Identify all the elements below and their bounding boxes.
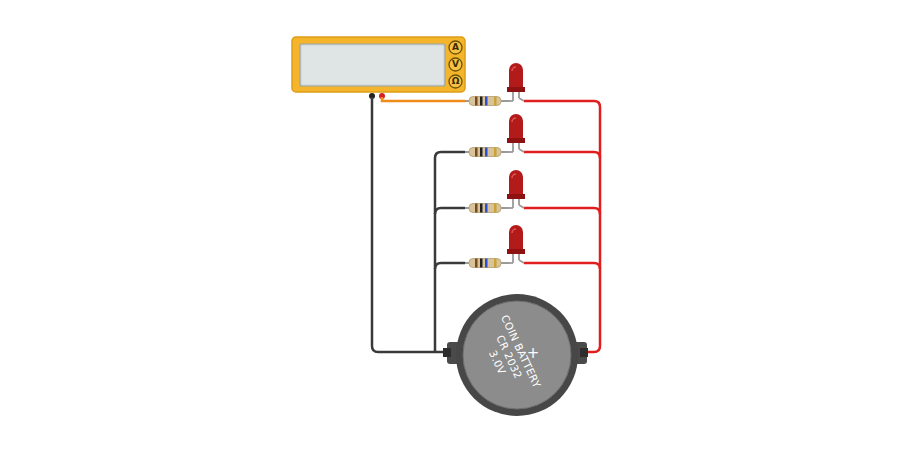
label-text: Ω (448, 74, 463, 89)
label-text: A (448, 40, 463, 55)
display-glass (302, 46, 443, 84)
ground-wire (435, 263, 465, 269)
red-wire (524, 152, 600, 158)
multimeter-body (292, 37, 465, 92)
resistor-symbol (465, 148, 509, 157)
led-symbol (507, 225, 525, 263)
battery-terminal (443, 348, 451, 357)
ammeter-button: A (448, 40, 463, 55)
battery-cell (463, 301, 571, 409)
button-circle (449, 41, 462, 54)
voltmeter-button: V (448, 57, 463, 72)
button-circle (449, 75, 462, 88)
ohmmeter-button: Ω (448, 74, 463, 89)
led-symbol (507, 114, 525, 152)
led-leg (509, 207, 513, 209)
led-leg (509, 151, 513, 153)
ground-wire (435, 152, 465, 352)
resistor-symbol (465, 259, 509, 268)
orange-wire (382, 97, 465, 101)
label-text: V (448, 57, 463, 72)
red-wire (524, 208, 600, 214)
battery-terminal (580, 348, 588, 357)
led-leg (509, 100, 513, 102)
resistor-symbol (465, 97, 509, 106)
led-leg (509, 262, 513, 264)
button-circle (449, 58, 462, 71)
red-wire (524, 263, 600, 269)
led-symbol (507, 63, 525, 101)
led-symbol (507, 170, 525, 208)
resistor-symbol (465, 204, 509, 213)
ground-wire (435, 208, 465, 214)
multimeter-display (300, 44, 445, 86)
coin-battery: COIN BATTERYCR 20323.0V+ (455, 293, 579, 417)
label-text: + (527, 346, 540, 361)
battery-housing (456, 294, 578, 416)
